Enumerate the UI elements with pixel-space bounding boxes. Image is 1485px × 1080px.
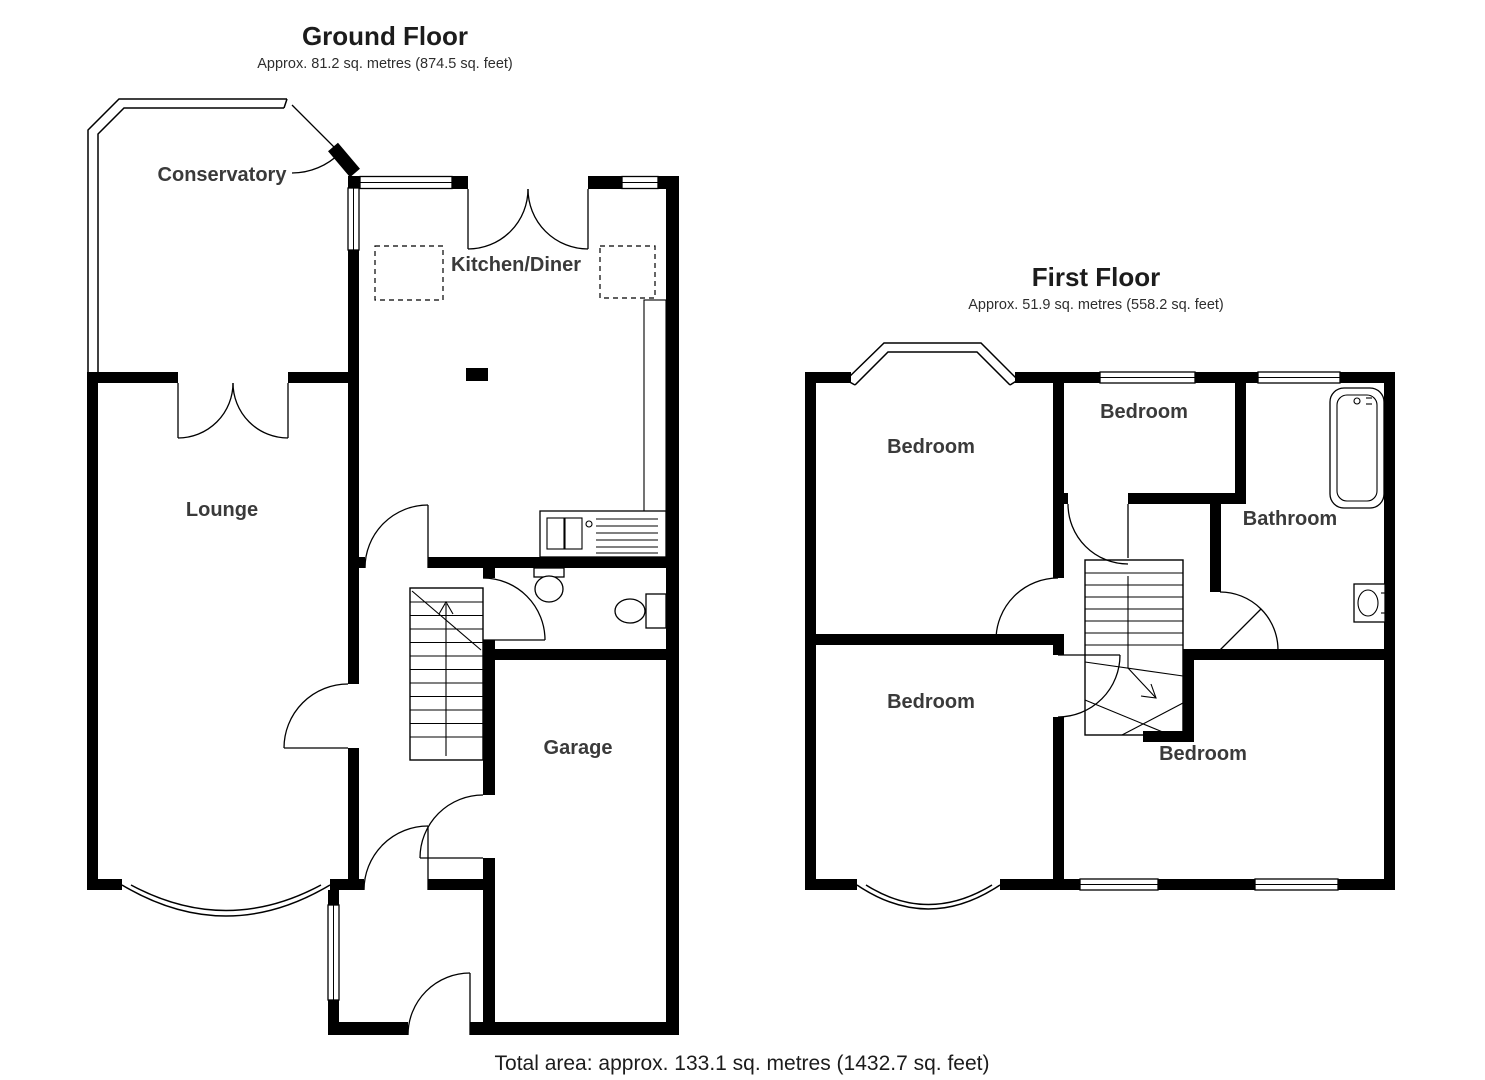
kitchen-door [364, 504, 429, 569]
room-label-lounge: Lounge [186, 499, 258, 521]
room-label-kitchen-diner: Kitchen/Diner [451, 254, 581, 276]
kitchen-patio-double-doors [467, 188, 589, 250]
wc-door [482, 577, 546, 641]
toilet-icon [614, 593, 667, 629]
bathroom-sink-icon [1353, 583, 1387, 623]
first-floor-title: First Floor [1032, 262, 1161, 292]
first-floor-plan: First Floor Approx. 51.9 sq. metres (558… [805, 262, 1395, 910]
bay-window-front-bedroom [845, 342, 1019, 386]
middle-bedroom-door [1067, 503, 1129, 565]
conservatory-lounge-double-doors [177, 382, 289, 439]
room-label-garage: Garage [544, 737, 613, 759]
first-floor-windows [1079, 371, 1341, 891]
ground-floor-stairs-icon [409, 587, 484, 761]
conservatory-glazing [87, 98, 288, 376]
room-label-conservatory: Conservatory [158, 164, 288, 186]
appliance-outline-right [599, 245, 656, 299]
ground-floor-plan: Ground Floor Approx. 81.2 sq. metres (87… [87, 21, 679, 1036]
hall-porch-door [363, 825, 429, 891]
first-floor-stairs-icon [1084, 559, 1184, 736]
first-floor-doors [995, 503, 1279, 718]
room-label-bedroom-rear-right: Bedroom [1159, 743, 1247, 765]
bay-window-back-bedroom [856, 884, 1001, 910]
wc-basin-icon [533, 567, 565, 603]
ground-floor-subtitle: Approx. 81.2 sq. metres (874.5 sq. feet) [257, 56, 513, 72]
kitchen-counter [643, 299, 667, 513]
ground-floor-windows [327, 175, 659, 1001]
front-bedroom-door [995, 577, 1059, 641]
lounge-door [283, 683, 349, 749]
first-floor-walls [805, 372, 1395, 890]
first-floor-subtitle: Approx. 51.9 sq. metres (558.2 sq. feet) [968, 297, 1224, 313]
ground-floor-walls [87, 142, 679, 1035]
ground-floor-doors [177, 104, 589, 1036]
back-bedroom-door [1057, 654, 1121, 718]
appliance-outline-left [374, 245, 444, 301]
total-area-label: Total area: approx. 133.1 sq. metres (14… [495, 1052, 990, 1075]
room-label-bedroom-back: Bedroom [887, 691, 975, 713]
kitchen-sink-icon [539, 510, 667, 558]
room-label-bedroom-middle: Bedroom [1100, 401, 1188, 423]
bath-tub-icon [1329, 387, 1385, 509]
room-label-bathroom: Bathroom [1243, 508, 1337, 530]
bathroom-door [1219, 591, 1279, 651]
front-door [407, 972, 471, 1036]
room-label-bedroom-front: Bedroom [887, 436, 975, 458]
ground-floor-title: Ground Floor [302, 21, 468, 51]
conservatory-door [291, 104, 341, 174]
bay-window-lounge [121, 884, 331, 917]
garage-door [419, 794, 484, 859]
